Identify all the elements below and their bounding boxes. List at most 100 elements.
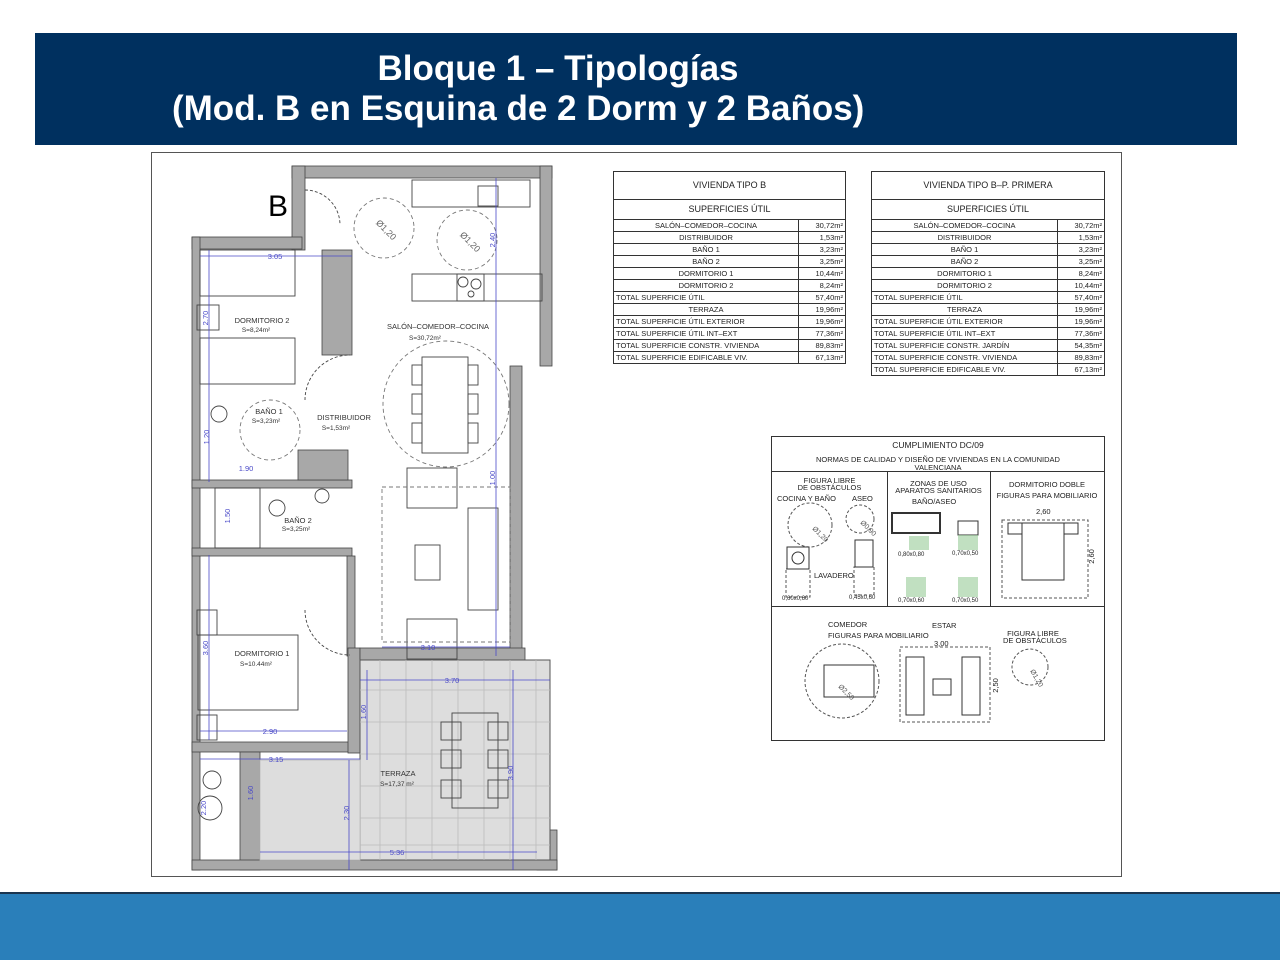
label: DE OBSTÁCULOS bbox=[1003, 636, 1067, 645]
label: 2,60 bbox=[1086, 549, 1096, 564]
row-value: 3,25m² bbox=[1057, 255, 1105, 268]
table-title: VIVIENDA TIPO B–P. PRIMERA bbox=[871, 171, 1105, 200]
label: LAVADERO bbox=[814, 571, 854, 580]
dim-label: 1.90 bbox=[239, 464, 254, 473]
row-label: TERRAZA bbox=[613, 303, 799, 316]
label: BAÑO/ASEO bbox=[912, 497, 957, 506]
dim-label: 3.90 bbox=[506, 766, 515, 781]
table-title: VIVIENDA TIPO B bbox=[613, 171, 846, 200]
row-value: 19,96m² bbox=[1057, 315, 1105, 328]
row-label: TOTAL SUPERFICIE ÚTIL INT–EXT bbox=[613, 327, 799, 340]
label: FIGURAS PARA MOBILIARIO bbox=[828, 631, 929, 640]
divider bbox=[990, 471, 991, 606]
table-row: TOTAL SUPERFICIE EDIFICABLE VIV.67,13m² bbox=[613, 351, 846, 364]
compliance-subtitle: NORMAS DE CALIDAD Y DISEÑO DE VIVIENDAS … bbox=[816, 455, 1060, 464]
row-label: TOTAL SUPERFICIE ÚTIL EXTERIOR bbox=[613, 315, 799, 328]
slide-footer bbox=[0, 892, 1280, 960]
dim-label: 3.05 bbox=[268, 252, 283, 261]
dimension-labels: 3.05 2.70 2.40 1.00 1.20 1.90 1.50 3.60 … bbox=[199, 233, 515, 857]
clearance-label: Ø0,90 bbox=[859, 519, 878, 538]
row-label: DORMITORIO 2 bbox=[613, 279, 799, 292]
dim-label: 2.90 bbox=[263, 727, 278, 736]
slide-header: Bloque 1 – Tipologías (Mod. B en Esquina… bbox=[35, 33, 1237, 145]
clearance-label: Ø1,20 bbox=[458, 230, 482, 254]
room-label-terraza: TERRAZA bbox=[380, 769, 415, 778]
room-area-salon: S=30,72m² bbox=[409, 335, 442, 342]
table-subtitle: SUPERFICIES ÚTIL bbox=[871, 199, 1105, 220]
row-value: 67,13m² bbox=[798, 351, 846, 364]
room-label-distribuidor: DISTRIBUIDOR bbox=[317, 413, 371, 422]
row-label: SALÓN–COMEDOR–COCINA bbox=[871, 219, 1058, 232]
room-label-dormitorio-1: DORMITORIO 1 bbox=[235, 649, 290, 658]
row-value: 3,23m² bbox=[1057, 243, 1105, 256]
row-value: 57,40m² bbox=[798, 291, 846, 304]
dim-label: 5.36 bbox=[390, 848, 405, 857]
furniture bbox=[196, 179, 543, 821]
row-label: DORMITORIO 1 bbox=[613, 267, 799, 280]
label: 0,70x0,60 bbox=[898, 598, 925, 604]
label: APARATOS SANITARIOS bbox=[895, 486, 982, 495]
table-subtitle: SUPERFICIES ÚTIL bbox=[613, 199, 846, 220]
row-label: SALÓN–COMEDOR–COCINA bbox=[613, 219, 799, 232]
label: ZONAS DE USO bbox=[910, 479, 967, 488]
label: 0,60x0,60 bbox=[782, 596, 809, 602]
dim-label: 2.70 bbox=[201, 311, 210, 326]
room-label-dormitorio-2: DORMITORIO 2 bbox=[235, 316, 290, 325]
label: 0,70x0,50 bbox=[952, 598, 979, 604]
row-label: DORMITORIO 2 bbox=[871, 279, 1058, 292]
row-label: BAÑO 2 bbox=[871, 255, 1058, 268]
row-value: 1,53m² bbox=[1057, 231, 1105, 244]
compliance-title: CUMPLIMIENTO DC/09 bbox=[892, 440, 984, 450]
row-label: TOTAL SUPERFICIE ÚTIL EXTERIOR bbox=[871, 315, 1058, 328]
room-area-dormitorio-2: S=8,24m² bbox=[242, 327, 271, 334]
row-value: 8,24m² bbox=[798, 279, 846, 292]
area-table-tipo-b-primera: VIVIENDA TIPO B–P. PRIMERA SUPERFICIES Ú… bbox=[871, 171, 1105, 376]
room-label-bano-1: BAÑO 1 bbox=[255, 407, 283, 416]
row-label: BAÑO 1 bbox=[871, 243, 1058, 256]
label: COMEDOR bbox=[828, 620, 868, 629]
row-label: BAÑO 2 bbox=[613, 255, 799, 268]
row-label: TOTAL SUPERFICIE CONSTR. VIVIENDA bbox=[871, 351, 1058, 364]
label: FIGURAS PARA MOBILIARIO bbox=[996, 491, 1098, 500]
label: 2,50 bbox=[990, 678, 1000, 693]
dim-label: 1.20 bbox=[202, 430, 211, 445]
divider bbox=[772, 471, 1104, 472]
clearance-label: Ø1,20 bbox=[811, 525, 830, 544]
divider bbox=[772, 606, 1104, 607]
dim-label: 3.10 bbox=[421, 643, 436, 652]
compliance-box: Ø1,20 Ø0,90 Ø2,50 Ø1,20 CUMPLIMIENTO DC/… bbox=[771, 436, 1105, 741]
slide-title: Bloque 1 – Tipologías bbox=[377, 49, 739, 88]
table-row: TOTAL SUPERFICIE EDIFICABLE VIV.67,13m² bbox=[871, 363, 1105, 376]
row-value: 54,35m² bbox=[1057, 339, 1105, 352]
row-label: TOTAL SUPERFICIE EDIFICABLE VIV. bbox=[871, 363, 1058, 376]
walls bbox=[191, 165, 558, 871]
dim-label: 2.30 bbox=[342, 806, 351, 821]
clearance-label: Ø2,50 bbox=[837, 683, 856, 702]
dim-label: 1.50 bbox=[223, 509, 232, 524]
row-label: TOTAL SUPERFICIE CONSTR. JARDÍN bbox=[871, 339, 1058, 352]
dim-label: 1.00 bbox=[488, 471, 497, 486]
row-value: 89,83m² bbox=[798, 339, 846, 352]
room-label-salon: SALÓN–COMEDOR–COCINA bbox=[387, 322, 489, 331]
row-label: DORMITORIO 1 bbox=[871, 267, 1058, 280]
row-value: 3,23m² bbox=[798, 243, 846, 256]
label: COCINA Y BAÑO bbox=[777, 494, 836, 503]
terrace-floor bbox=[359, 659, 551, 861]
room-area-distribuidor: S=1,53m² bbox=[322, 425, 351, 432]
row-label: TERRAZA bbox=[871, 303, 1058, 316]
row-label: TOTAL SUPERFICIE ÚTIL bbox=[871, 291, 1058, 304]
